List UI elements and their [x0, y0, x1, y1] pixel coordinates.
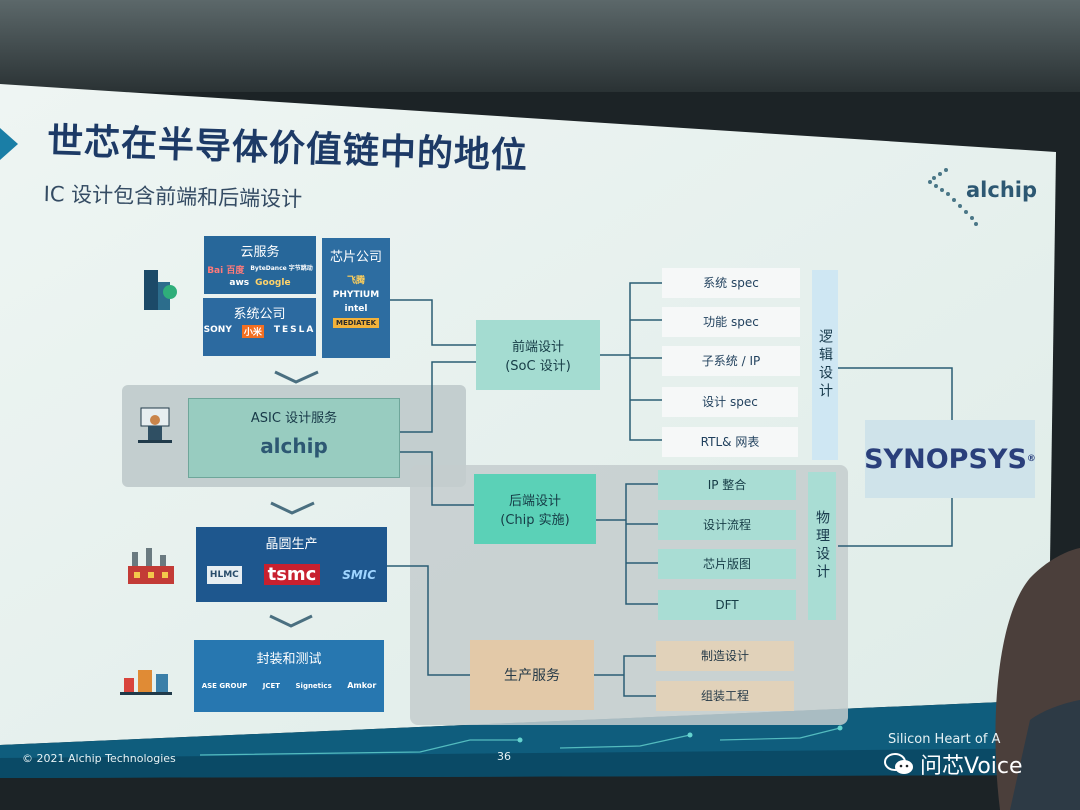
tsmc-logo: tsmc	[263, 564, 321, 585]
system-company-box: 系统公司 SONY 小米 TESLA	[203, 298, 316, 356]
building-icon	[144, 270, 177, 310]
baidu-logo: Bai 百度	[207, 266, 245, 276]
frontend-design-box: 前端设计 (SoC 设计)	[476, 320, 600, 390]
alchip-logo: alchip	[966, 178, 1037, 202]
bytedance-logo: ByteDance 字节跳动	[250, 265, 313, 272]
system-company-label: 系统公司	[233, 307, 286, 322]
footer-page-number: 36	[497, 750, 511, 763]
backend-design-subtitle: (Chip 实施)	[500, 513, 570, 528]
jcet-logo: JCET	[262, 681, 281, 690]
aws-logo: aws	[229, 278, 250, 288]
packaging-testing-label: 封装和测试	[256, 652, 322, 667]
production-service-label: 生产服务	[504, 668, 560, 684]
sony-logo: SONY	[203, 325, 232, 335]
wafer-production-box: 晶圆生产 HLMC tsmc SMIC	[196, 527, 387, 602]
cloud-service-label: 云服务	[240, 245, 280, 260]
frontend-task-subsystem-ip: 子系统 / IP	[662, 346, 800, 376]
packaging-machine-icon	[120, 670, 172, 695]
xiaomi-logo: 小米	[241, 325, 264, 338]
mediatek-logo: MEDIATEK	[332, 318, 380, 328]
frontend-task-rtl-netlist: RTL& 网表	[662, 427, 798, 457]
logic-design-bar: 逻辑设计	[812, 270, 838, 460]
footer-tagline: Silicon Heart of A	[888, 732, 1001, 747]
factory-icon	[128, 548, 174, 584]
backend-task-dft: DFT	[658, 590, 796, 620]
packaging-testing-box: 封装和测试 ASE GROUP JCET Signetics Amkor	[194, 640, 384, 712]
watermark-text: 问芯Voice	[920, 754, 1023, 779]
backend-task-ip-integration: IP 整合	[658, 470, 796, 500]
asic-design-service-box: ASIC 设计服务 alchip	[188, 398, 400, 478]
frontend-task-function-spec: 功能 spec	[662, 307, 800, 337]
frontend-task-system-spec: 系统 spec	[662, 268, 800, 298]
signetics-logo: Signetics	[295, 681, 332, 690]
phytium-logo: PHYTIUM	[332, 290, 380, 300]
wafer-production-label: 晶圆生产	[265, 537, 318, 552]
ase-group-logo: ASE GROUP	[201, 681, 248, 690]
watermark: 问芯Voice	[884, 748, 1023, 780]
intel-logo: intel	[344, 304, 368, 314]
hlmc-logo: HLMC	[206, 565, 242, 584]
asic-design-service-label: ASIC 设计服务	[250, 411, 338, 426]
wechat-icon	[884, 753, 913, 774]
chip-company-box: 芯片公司 飞腾 PHYTIUM intel MEDIATEK	[322, 238, 390, 358]
backend-design-title: 后端设计	[508, 494, 561, 509]
google-logo: Google	[255, 278, 291, 288]
backend-design-box: 后端设计 (Chip 实施)	[474, 474, 596, 544]
asic-alchip-logo: alchip	[260, 434, 328, 458]
registered-mark-icon: ®	[1026, 454, 1036, 464]
backend-task-chip-layout: 芯片版图	[658, 549, 796, 579]
production-task-manufacturing-design: 制造设计	[656, 641, 794, 671]
frontend-design-title: 前端设计	[511, 340, 564, 355]
slide-subtitle: IC 设计包含前端和后端设计	[43, 181, 303, 212]
production-service-box: 生产服务	[470, 640, 594, 710]
feiteng-logo: 飞腾	[346, 276, 365, 286]
physical-design-bar: 物理设计	[808, 472, 836, 620]
synopsys-logo-box: SYNOPSYS®	[864, 420, 1036, 498]
frontend-design-subtitle: (SoC 设计)	[505, 359, 571, 374]
engineer-icon	[138, 407, 172, 443]
footer-copyright: © 2021 Alchip Technologies	[22, 752, 176, 765]
frontend-task-design-spec: 设计 spec	[662, 387, 798, 417]
backend-task-design-flow: 设计流程	[658, 510, 796, 540]
amkor-logo: Amkor	[347, 681, 377, 690]
cloud-service-box: 云服务 Bai 百度 ByteDance 字节跳动 aws Google	[204, 236, 316, 294]
smic-logo: SMIC	[342, 567, 377, 582]
synopsys-logo: SYNOPSYS	[864, 443, 1027, 475]
room-wall	[0, 0, 1080, 92]
chip-company-label: 芯片公司	[329, 250, 382, 265]
tesla-logo: TESLA	[273, 325, 316, 335]
production-task-assembly-engineering: 组装工程	[656, 681, 794, 711]
